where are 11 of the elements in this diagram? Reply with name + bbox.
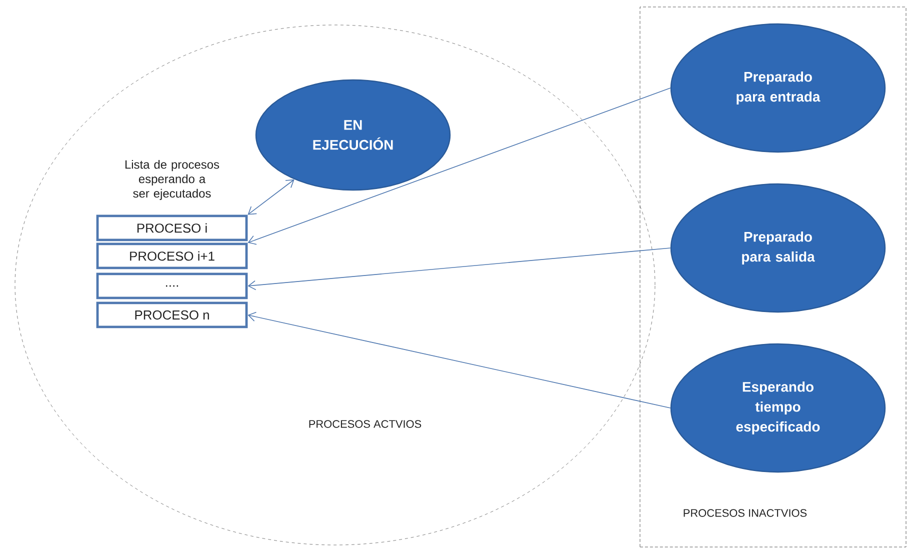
- arrow: [248, 179, 294, 215]
- arrow: [248, 312, 671, 408]
- arrow: [248, 88, 671, 245]
- region-label: PROCESOS INACTVIOS: [684, 509, 807, 517]
- list-row: ....: [96, 272, 248, 300]
- arrow: [248, 248, 671, 290]
- list-row: PROCESO i+1: [96, 242, 248, 270]
- list-row: PROCESO i: [96, 214, 248, 242]
- region-label: PROCESOS ACTVIOS: [309, 420, 422, 428]
- list-row: PROCESO n: [96, 302, 248, 328]
- list-heading: Lista de procesos esperando a ser ejecutados: [125, 160, 220, 200]
